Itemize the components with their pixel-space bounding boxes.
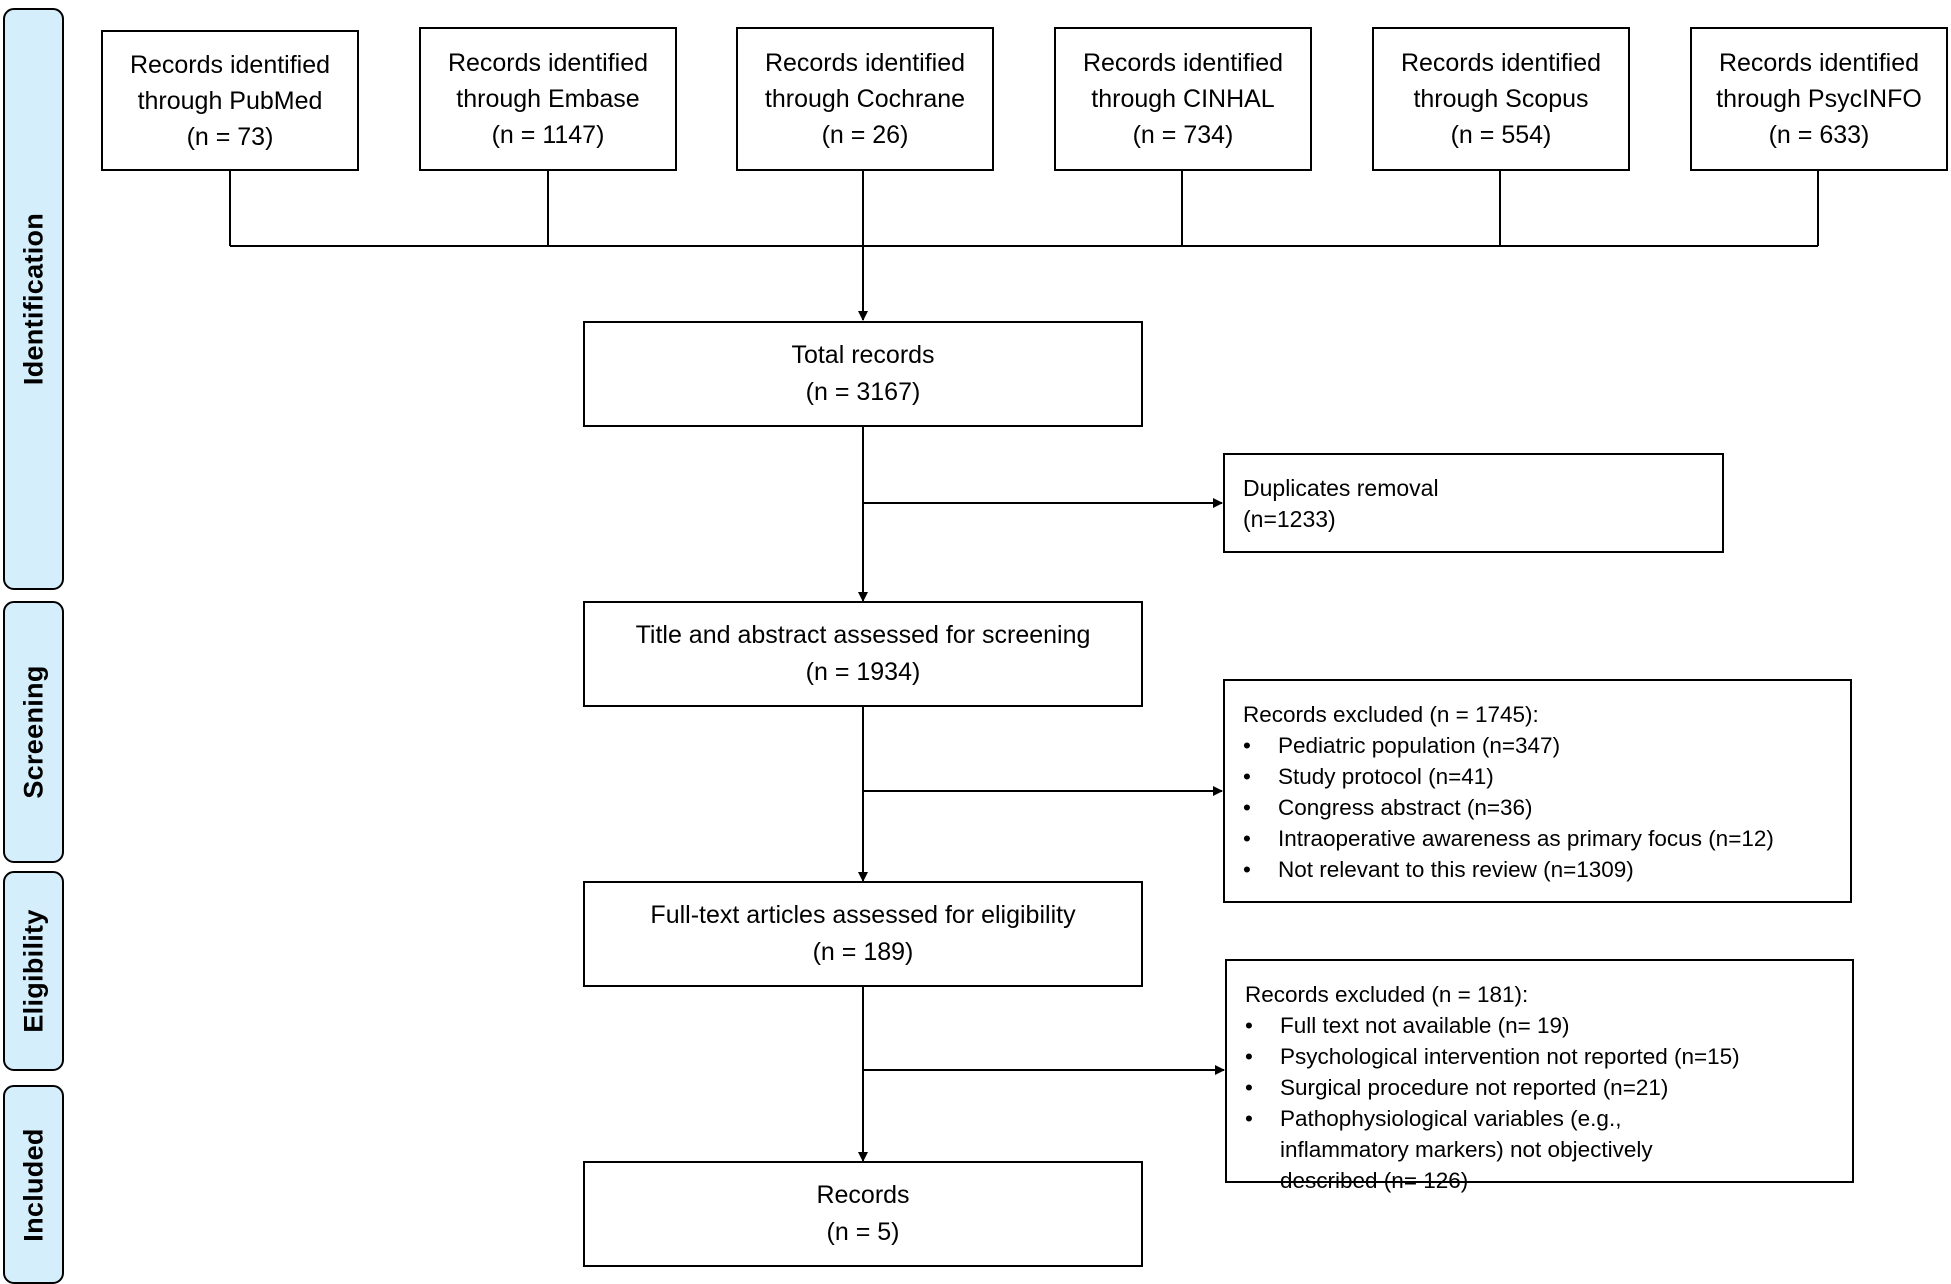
source-label-line1: Records identified: [129, 50, 331, 79]
box-count: (n = 5): [826, 1218, 900, 1246]
screening-box: Title and abstract assessed for screenin…: [583, 601, 1143, 707]
source-label-line2: through CINHAL: [1091, 85, 1275, 113]
list-item: Full text not available (n= 19): [1245, 1010, 1840, 1041]
phase-label: Screening: [18, 665, 48, 799]
source-label-line1: Records identified: [1718, 49, 1920, 77]
box-count: (n = 189): [812, 938, 914, 966]
box-title: Total records: [791, 341, 935, 369]
phase-identification: Identification: [3, 8, 64, 590]
source-box-cinhal: Records identified through CINHAL (n = 7…: [1054, 27, 1312, 171]
phase-label: Identification: [18, 212, 48, 386]
duplicates-removal-box: Duplicates removal (n=1233): [1223, 453, 1724, 553]
source-label-line1: Records identified: [447, 49, 649, 77]
phase-label: Eligibility: [18, 909, 48, 1033]
source-box-cochrane: Records identified through Cochrane (n =…: [736, 27, 994, 171]
source-label-line1: Records identified: [1400, 49, 1602, 77]
source-label-line2: through PubMed: [137, 86, 323, 115]
phase-included: Included: [3, 1085, 64, 1284]
list-item: Pediatric population (n=347): [1243, 730, 1838, 761]
exclusion-list: Full text not available (n= 19) Psycholo…: [1245, 1010, 1840, 1196]
source-box-embase: Records identified through Embase (n = 1…: [419, 27, 677, 171]
box-count: (n = 1934): [805, 658, 921, 686]
source-box-scopus: Records identified through Scopus (n = 5…: [1372, 27, 1630, 171]
list-item: Study protocol (n=41): [1243, 761, 1838, 792]
eligibility-exclusions-box: Records excluded (n = 181): Full text no…: [1225, 959, 1854, 1193]
source-count: (n = 1147): [491, 121, 605, 149]
source-label-line1: Records identified: [764, 49, 966, 77]
source-label-line2: through Cochrane: [764, 85, 966, 113]
exclusion-title: Records excluded (n = 181):: [1245, 982, 1529, 1007]
box-title: Title and abstract assessed for screenin…: [635, 621, 1091, 649]
total-records-box: Total records (n = 3167): [583, 321, 1143, 427]
source-count: (n = 73): [186, 122, 274, 151]
phase-label: Included: [18, 1127, 48, 1242]
exclusion-list: Pediatric population (n=347) Study proto…: [1243, 730, 1838, 885]
list-item: Not relevant to this review (n=1309): [1243, 854, 1838, 885]
included-box: Records (n = 5): [583, 1161, 1143, 1267]
eligibility-box: Full-text articles assessed for eligibil…: [583, 881, 1143, 987]
phase-screening: Screening: [3, 601, 64, 863]
source-label-line1: Records identified: [1082, 49, 1284, 77]
source-box-psycinfo: Records identified through PsycINFO (n =…: [1690, 27, 1948, 171]
exclusion-count: (n=1233): [1243, 506, 1336, 532]
list-item: Pathophysiological variables (e.g., infl…: [1245, 1103, 1750, 1196]
source-label-line2: through PsycINFO: [1716, 85, 1922, 113]
list-item: Intraoperative awareness as primary focu…: [1243, 823, 1838, 854]
source-label-line2: through Scopus: [1413, 85, 1589, 113]
list-item: Congress abstract (n=36): [1243, 792, 1838, 823]
box-title: Full-text articles assessed for eligibil…: [650, 901, 1076, 929]
source-count: (n = 633): [1768, 121, 1870, 149]
source-count: (n = 26): [821, 121, 909, 149]
exclusion-title: Duplicates removal: [1243, 475, 1439, 501]
source-count: (n = 734): [1132, 121, 1234, 149]
exclusion-title: Records excluded (n = 1745):: [1243, 702, 1539, 727]
source-label-line2: through Embase: [456, 85, 640, 113]
list-item: Surgical procedure not reported (n=21): [1245, 1072, 1840, 1103]
screening-exclusions-box: Records excluded (n = 1745): Pediatric p…: [1223, 679, 1852, 903]
box-count: (n = 3167): [805, 378, 921, 406]
box-title: Records: [816, 1181, 910, 1209]
phase-eligibility: Eligibility: [3, 871, 64, 1071]
list-item: Psychological intervention not reported …: [1245, 1041, 1840, 1072]
source-box-pubmed: Records identified through PubMed (n = 7…: [101, 30, 359, 171]
source-count: (n = 554): [1450, 121, 1552, 149]
